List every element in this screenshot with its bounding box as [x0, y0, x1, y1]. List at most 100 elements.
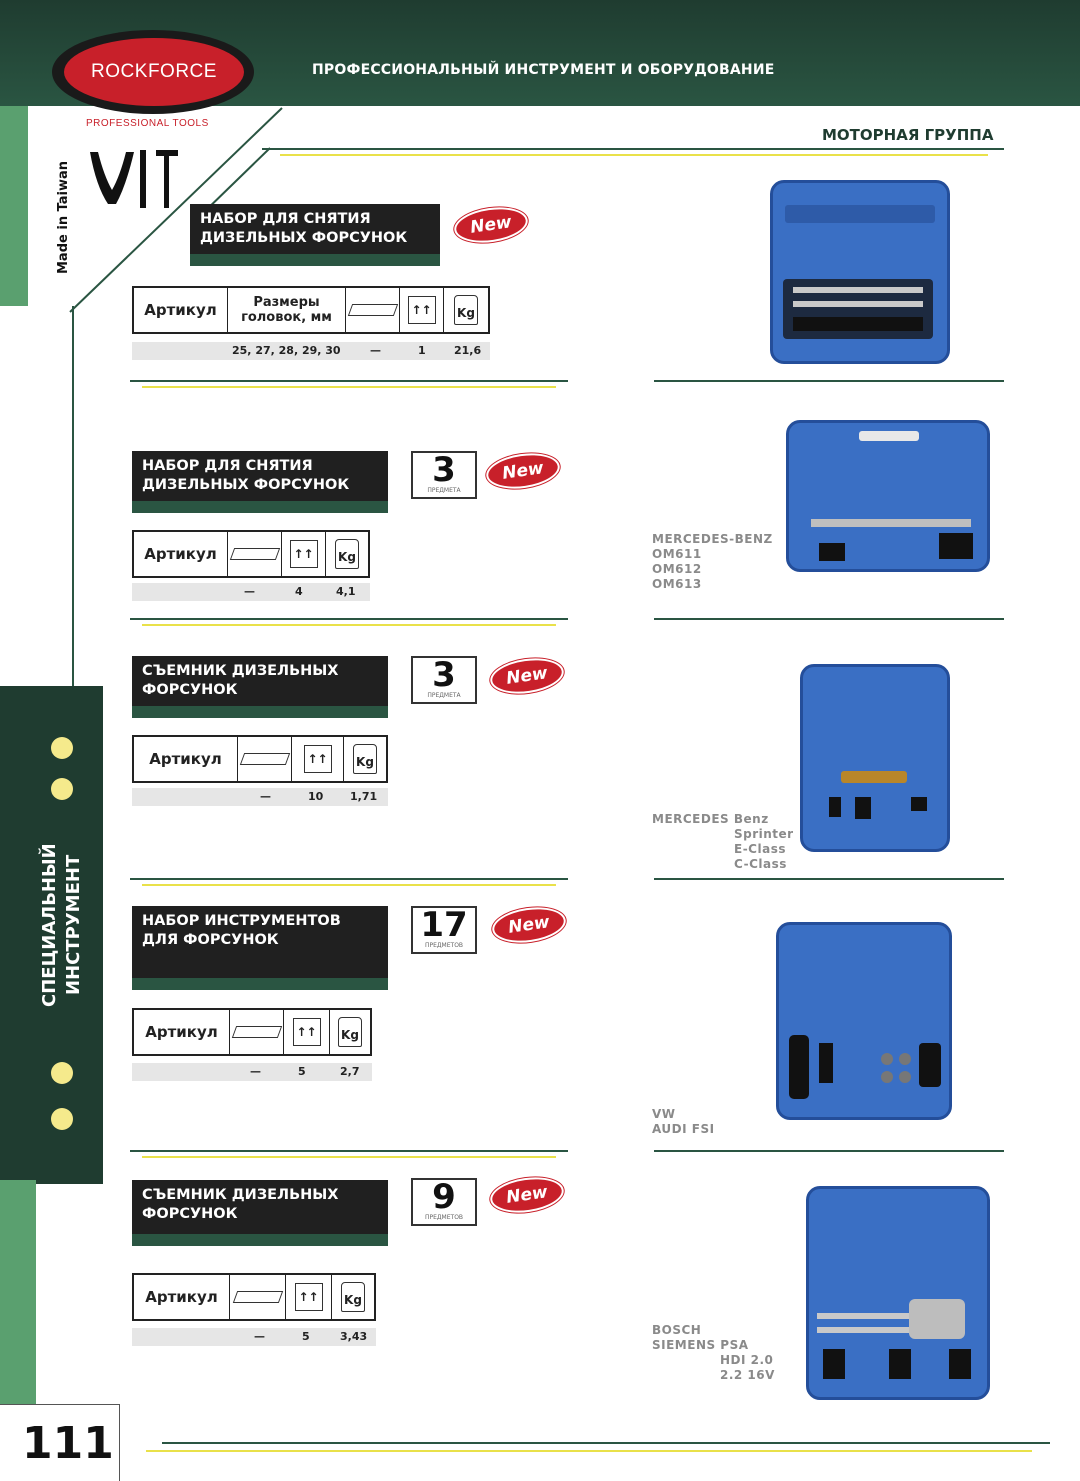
compatibility-list: MERCEDES Benz Sprinter E-Class C-Class [652, 812, 794, 872]
flat-value: — [260, 790, 271, 803]
rule-green [654, 618, 1004, 620]
weight-cell: Kg [444, 288, 488, 332]
box-value: 5 [298, 1065, 306, 1078]
spec-values-row: — 5 2,7 [132, 1063, 372, 1081]
item-count-label: ПРЕДМЕТА [427, 692, 461, 699]
product-image [776, 922, 952, 1120]
package-flat-icon [347, 304, 398, 316]
weight-value: 4,1 [336, 585, 356, 598]
page-number: 111 [22, 1418, 114, 1469]
weight-kg-icon: Kg [335, 539, 359, 569]
tool-case-contents [817, 1299, 971, 1379]
box-cell: ↑↑ [282, 532, 326, 576]
carton-box-icon: ↑↑ [289, 540, 318, 568]
weight-cell: Kg [344, 737, 386, 781]
compat-item: VW [652, 1107, 676, 1121]
compat-item: 2.2 16V [720, 1368, 775, 1382]
compat-item: SIEMENS PSA [652, 1338, 749, 1352]
box-value: 1 [418, 344, 426, 357]
article-header: Артикул [134, 737, 238, 781]
header-title: ПРОФЕССИОНАЛЬНЫЙ ИНСТРУМЕНТ И ОБОРУДОВАН… [312, 62, 775, 78]
weight-cell: Kg [326, 532, 368, 576]
compat-item: MERCEDES Benz [652, 812, 769, 826]
item-count: 9 [432, 1177, 456, 1217]
carton-box-icon: ↑↑ [303, 745, 332, 773]
side-dot [51, 778, 73, 800]
new-badge: New [451, 203, 531, 247]
spec-values-row: — 5 3,43 [132, 1328, 376, 1346]
spec-table: Артикул ↑↑ Kg [132, 1008, 372, 1056]
compat-item: E-Class [734, 842, 786, 856]
compat-item: OM612 [652, 562, 702, 576]
box-value: 4 [295, 585, 303, 598]
left-band [0, 106, 28, 306]
tool-case-contents [783, 205, 935, 339]
item-count-label: ПРЕДМЕТОВ [424, 1214, 464, 1221]
item-count-box: 3 ПРЕДМЕТА [411, 451, 477, 499]
rule-yellow [142, 386, 556, 388]
item-count-box: 17 ПРЕДМЕТОВ [411, 906, 477, 954]
compat-item: OM613 [652, 577, 702, 591]
package-flat-icon [231, 1026, 282, 1038]
product-image [800, 664, 950, 852]
box-value: 5 [302, 1330, 310, 1343]
side-dot [51, 1062, 73, 1084]
compat-item: BOSCH [652, 1323, 702, 1337]
weight-kg-icon: Kg [341, 1282, 365, 1312]
package-flat-icon [239, 753, 290, 765]
carton-box-icon: ↑↑ [292, 1018, 321, 1046]
spec-values-row: 25, 27, 28, 29, 30 — 1 21,6 [132, 342, 490, 360]
tool-case-contents [811, 431, 973, 561]
compat-item: HDI 2.0 [720, 1353, 774, 1367]
vertical-divider [72, 306, 74, 686]
article-header: Артикул [134, 288, 228, 332]
rule-green [130, 1150, 568, 1152]
rule-yellow [146, 1450, 1032, 1452]
flat-cell [230, 1275, 286, 1319]
new-badge: New [489, 903, 569, 947]
compatibility-list: VW AUDI FSI [652, 1107, 715, 1137]
article-header: Артикул [134, 1275, 230, 1319]
carton-box-icon: ↑↑ [294, 1283, 323, 1311]
weight-kg-icon: Kg [338, 1017, 362, 1047]
weight-cell: Kg [330, 1010, 370, 1054]
left-band [0, 1180, 36, 1405]
package-flat-icon [232, 1291, 283, 1303]
carton-box-icon: ↑↑ [407, 296, 436, 324]
item-count-label: ПРЕДМЕТА [427, 487, 461, 494]
rule-yellow [142, 624, 556, 626]
tool-case-contents [789, 1035, 941, 1099]
rule-yellow [280, 154, 988, 156]
product-title: НАБОР ДЛЯ СНЯТИЯ ДИЗЕЛЬНЫХ ФОРСУНОК [190, 204, 440, 266]
product-title: НАБОР ИНСТРУМЕНТОВ ДЛЯ ФОРСУНОК [132, 906, 388, 990]
box-cell: ↑↑ [284, 1010, 330, 1054]
rule-green [130, 618, 568, 620]
article-header: Артикул [134, 532, 228, 576]
side-dot [51, 1108, 73, 1130]
rule-yellow [142, 1156, 556, 1158]
compat-item: MERCEDES-BENZ [652, 532, 773, 546]
spec-table: Артикул Размеры головок, мм ↑↑ Kg [132, 286, 490, 334]
article-header: Артикул [134, 1010, 230, 1054]
compat-item: C-Class [734, 857, 787, 871]
product-title: СЪЕМНИК ДИЗЕЛЬНЫХ ФОРСУНОК [132, 656, 388, 718]
flat-value: — [254, 1330, 265, 1343]
item-count-box: 3 ПРЕДМЕТА [411, 656, 477, 704]
new-badge: New [487, 1173, 567, 1217]
weight-value: 21,6 [454, 344, 482, 357]
flat-cell [228, 532, 282, 576]
rule-green [262, 148, 1004, 150]
rule-green [654, 1150, 1004, 1152]
box-cell: ↑↑ [286, 1275, 332, 1319]
weight-kg-icon: Kg [454, 295, 478, 325]
category-side-panel [0, 686, 103, 1184]
rule-green [130, 878, 568, 880]
compat-item: OM611 [652, 547, 702, 561]
weight-cell: Kg [332, 1275, 374, 1319]
spec-table: Артикул ↑↑ Kg [132, 735, 388, 783]
compatibility-list: BOSCH SIEMENS PSA HDI 2.0 2.2 16V [652, 1323, 775, 1383]
item-count-label: ПРЕДМЕТОВ [424, 942, 464, 949]
brand-logo-text: ROCKFORCE [64, 38, 244, 106]
item-count: 3 [432, 450, 456, 490]
tools-pictogram-icon [90, 150, 178, 208]
